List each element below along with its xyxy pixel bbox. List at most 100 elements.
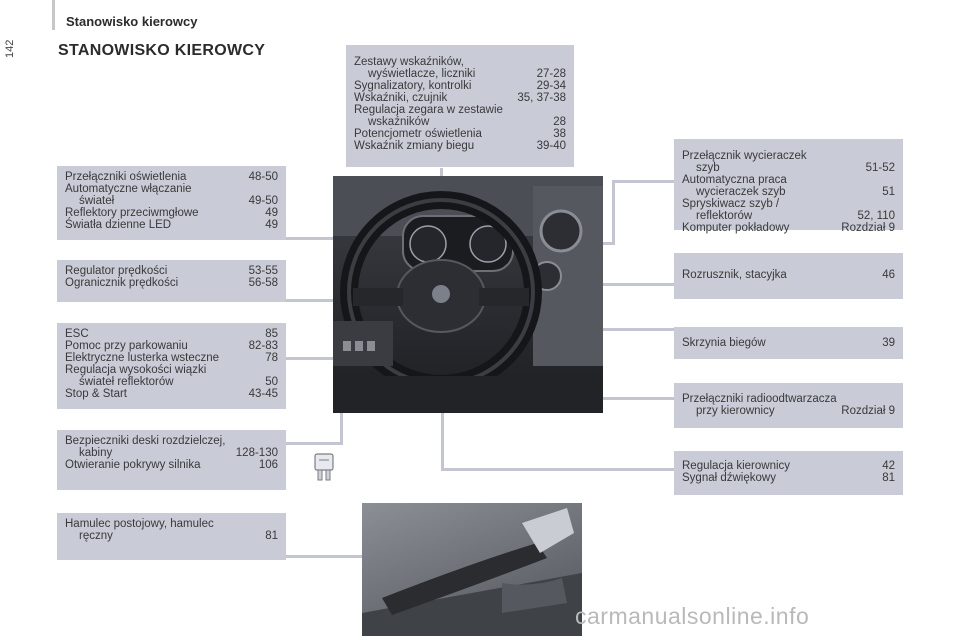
entry-label: Wskaźnik zmiany biegu <box>354 140 475 152</box>
index-entry: Wskaźnik zmiany biegu 39-40 <box>354 140 566 152</box>
entry-label: Sygnał dźwiękowy <box>682 472 776 484</box>
entry-page: 27-28 <box>536 68 566 80</box>
entry-page: 50 <box>265 376 278 388</box>
entry-page: 81 <box>265 530 278 542</box>
fuses-box: Bezpieczniki deski rozdzielczej,kabiny 12… <box>57 430 286 490</box>
entry-page: 46 <box>882 269 895 281</box>
entry-page: 38 <box>553 128 566 140</box>
entry-page: 128-130 <box>235 447 278 459</box>
entry-label: Przełącznik wycieraczek <box>682 150 807 162</box>
entry-label: Stop & Start <box>65 388 128 400</box>
entry-label: Regulacja wysokości wiązki <box>65 364 207 376</box>
entry-page: Rozdział 9 <box>841 405 895 417</box>
page-number: 142 <box>4 39 16 58</box>
entry-page <box>889 174 895 186</box>
entry-label: Wskaźniki, czujnik <box>354 92 448 104</box>
entry-label: Światła dzienne LED <box>65 219 172 231</box>
entry-label: kabiny <box>79 447 113 459</box>
section-header: Stanowisko kierowcy <box>66 14 198 29</box>
connector-steering <box>443 468 676 471</box>
entry-label: Elektryczne lusterka wsteczne <box>65 352 220 364</box>
entry-label: Komputer pokładowy <box>682 222 790 234</box>
dashboard-illustration <box>333 176 603 413</box>
entry-page: 39 <box>882 337 895 349</box>
entry-label: przy kierownicy <box>696 405 775 417</box>
index-entry: kabiny 128-130 <box>65 447 278 459</box>
index-entry: Światła dzienne LED 49 <box>65 219 278 231</box>
entry-page: 35, 37-38 <box>517 92 566 104</box>
entry-label: Potencjometr oświetlenia <box>354 128 482 140</box>
index-entry: Regulacja zegara w zestawie <box>354 104 566 116</box>
entry-page: 53-55 <box>248 265 278 277</box>
entry-label: Hamulec postojowy, hamulec <box>65 518 214 530</box>
entry-label: Regulacja zegara w zestawie <box>354 104 503 116</box>
connector-ignition <box>540 283 676 286</box>
entry-page: 52, 110 <box>857 210 895 222</box>
entry-page: 49 <box>265 219 278 231</box>
entry-page: 39-40 <box>536 140 566 152</box>
entry-label: Bezpieczniki deski rozdzielczej, <box>65 435 226 447</box>
entry-page: 56-58 <box>248 277 278 289</box>
gearbox-box: Skrzynia biegów 39 <box>674 327 903 359</box>
connector-wipers-v <box>612 180 615 244</box>
entry-label: Skrzynia biegów <box>682 337 766 349</box>
index-entry: Przełączniki radioodtwarzacza <box>682 393 895 405</box>
entry-page: 85 <box>265 328 278 340</box>
index-entry: Skrzynia biegów 39 <box>682 337 895 349</box>
page-title: STANOWISKO KIEROWCY <box>58 42 266 59</box>
index-entry: Przełącznik wycieraczek <box>682 150 895 162</box>
entry-label: Zestawy wskaźników, <box>354 56 464 68</box>
connector-steering-v <box>441 372 444 471</box>
index-entry: wycieraczek szyb 51 <box>682 186 895 198</box>
entry-label: świateł reflektorów <box>79 376 174 388</box>
handbrake-illustration <box>362 508 582 636</box>
handbrake-photo <box>362 503 582 636</box>
entry-label: wycieraczek szyb <box>696 186 786 198</box>
index-entry: Automatyczne włączanie <box>65 183 278 195</box>
entry-label: ręczny <box>79 530 113 542</box>
entry-page: 43-45 <box>248 388 278 400</box>
entry-page: 78 <box>265 352 278 364</box>
entry-label: Regulacja kierownicy <box>682 460 791 472</box>
index-entry: Regulacja wysokości wiązki <box>65 364 278 376</box>
entry-page <box>272 364 278 376</box>
entry-page: 51 <box>882 186 895 198</box>
entry-label: Przełączniki oświetlenia <box>65 171 187 183</box>
entry-label: Automatyczne włączanie <box>65 183 192 195</box>
instruments-box: Zestawy wskaźników,wyświetlacze, licznik… <box>346 45 574 167</box>
entry-label: Automatyczna praca <box>682 174 787 186</box>
watermark: carmanualsonline.info <box>575 603 810 629</box>
connector-fuses <box>286 442 342 445</box>
entry-label: Otwieranie pokrywy silnika <box>65 459 201 471</box>
connector-handbrake <box>286 555 396 558</box>
connector-gearbox <box>595 328 676 331</box>
index-entry: Spryskiwacz szyb / <box>682 198 895 210</box>
entry-page: 42 <box>882 460 895 472</box>
entry-page: 51-52 <box>865 162 895 174</box>
index-entry: Przełączniki oświetlenia 48-50 <box>65 171 278 183</box>
index-entry: ręczny 81 <box>65 530 278 542</box>
connector-wipers <box>614 180 676 183</box>
entry-page <box>560 104 566 116</box>
entry-page <box>272 518 278 530</box>
entry-page <box>560 56 566 68</box>
header-rule <box>52 0 55 30</box>
entry-page: 48-50 <box>248 171 278 183</box>
entry-label: świateł <box>79 195 115 207</box>
